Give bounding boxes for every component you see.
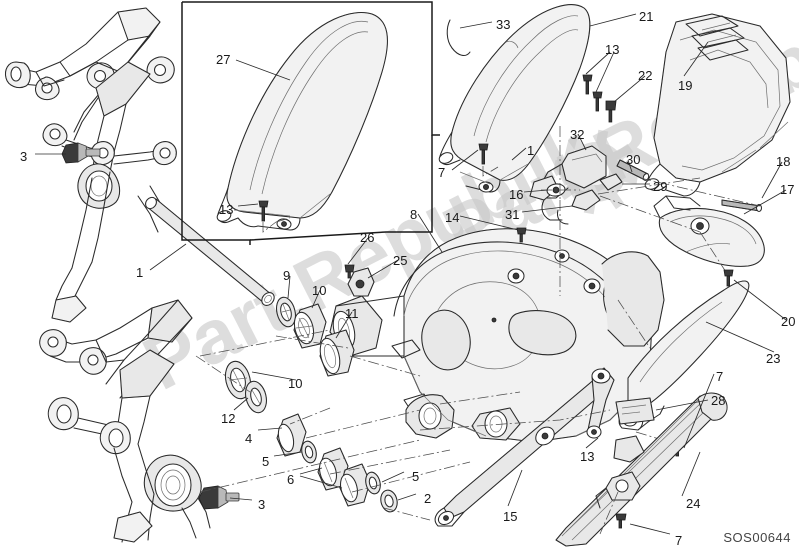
part-15-stand xyxy=(434,377,607,527)
drawing-code: SOS00644 xyxy=(723,530,791,545)
part-30-pin xyxy=(616,159,650,181)
part-6-bush-left xyxy=(317,447,349,491)
part-26-pin xyxy=(344,264,355,279)
callout-33-clip: 33 xyxy=(496,17,511,32)
callout-22-bolt: 22 xyxy=(638,68,653,83)
callout-9-ring: 9 xyxy=(283,268,291,283)
callout-15-stand: 15 xyxy=(503,509,518,524)
callout-7-screw-left: 7 xyxy=(438,165,446,180)
callout-13-screw-lower: 13 xyxy=(580,449,595,464)
callout-10-bearing-upper: 10 xyxy=(312,283,327,298)
part-18-screw xyxy=(721,199,763,213)
part-8-swinging-arm xyxy=(329,228,665,443)
callout-10-bearing-lower: 10 xyxy=(288,376,303,391)
part-20-screw xyxy=(723,269,734,287)
rear-subframe-upper xyxy=(5,7,177,323)
callout-29-spacer: 29 xyxy=(653,179,668,194)
part-9-ring xyxy=(276,296,296,328)
part-21-rear-fender xyxy=(438,4,591,193)
part-14-screw xyxy=(516,227,527,243)
callout-7-screw-bottom: 7 xyxy=(675,533,683,548)
callout-7-screw-right: 7 xyxy=(716,369,724,384)
callout-28-plate: 28 xyxy=(711,393,726,408)
leader-lines xyxy=(35,13,787,535)
part-7-screw-bottom xyxy=(615,513,627,529)
callout-17-chain-guard: 17 xyxy=(780,182,795,197)
part-33-clip xyxy=(446,19,471,57)
callout-5-washer-right: 5 xyxy=(412,469,420,484)
callout-21-fender: 21 xyxy=(639,9,654,24)
callout-24-chain-slider: 24 xyxy=(686,496,701,511)
part-13-screw-inset xyxy=(258,200,269,222)
part-31-bush xyxy=(541,189,601,225)
bearing-cluster xyxy=(224,296,398,513)
part-10-bearing-lower xyxy=(224,360,252,400)
callout-12-seal: 12 xyxy=(221,411,236,426)
part-17-chain-guard xyxy=(653,195,765,267)
part-19-tail-cover xyxy=(644,13,791,197)
callout-11-spacer: 11 xyxy=(345,306,359,321)
callout-3-upper-left: 3 xyxy=(20,149,28,164)
callout-20-screw: 20 xyxy=(781,314,796,329)
inset-box-rear-mudguard xyxy=(181,1,440,245)
callout-18-screw: 18 xyxy=(776,154,791,169)
callout-25-stop: 25 xyxy=(393,253,408,268)
assembly-axes xyxy=(195,126,761,521)
callout-27-mudguard: 27 xyxy=(216,52,231,67)
callout-1-fender-inner: 1 xyxy=(527,143,535,158)
callout-2-washer: 2 xyxy=(424,491,432,506)
part-1-tie-rod xyxy=(145,196,275,306)
callout-32-bracket: 32 xyxy=(570,127,585,142)
callout-8-swingarm: 8 xyxy=(410,207,418,222)
part-7-screw-fender-left xyxy=(478,143,489,165)
callout-14-screw: 14 xyxy=(445,210,460,225)
part-28-plate xyxy=(615,397,655,425)
part-13-rod xyxy=(586,367,615,439)
part-22-bolt xyxy=(605,100,617,123)
callout-26-pin: 26 xyxy=(360,230,375,245)
callout-3-lower-left: 3 xyxy=(258,497,266,512)
part-25-stop xyxy=(347,267,375,297)
part-3-upper-nut xyxy=(61,142,101,164)
part-24-chain-slider xyxy=(555,392,728,547)
callout-19-tail-cover: 19 xyxy=(678,78,693,93)
part-29-spacer xyxy=(599,173,623,191)
callout-13-fender-screws: 13 xyxy=(605,42,620,57)
callout-1-tie-rod: 1 xyxy=(136,265,144,280)
part-13-screws-fender xyxy=(582,74,603,112)
callout-13-inset-screw: 13 xyxy=(219,202,234,217)
part-3-lower-nut xyxy=(198,485,240,510)
part-6-bush-right xyxy=(339,463,371,507)
rear-subframe-lower xyxy=(39,299,240,543)
callout-4-sleeve: 4 xyxy=(245,431,253,446)
callout-30-pin: 30 xyxy=(626,152,641,167)
part-5-washer-left xyxy=(301,440,317,464)
callout-23-chain-cover: 23 xyxy=(766,351,781,366)
callout-5-washer-left: 5 xyxy=(262,454,270,469)
part-2-washer xyxy=(380,489,398,513)
callout-6-bush: 6 xyxy=(287,472,295,487)
callout-16-grommet: 16 xyxy=(509,187,524,202)
callout-31-bush: 31 xyxy=(505,207,520,222)
part-11-spacer xyxy=(319,329,355,377)
